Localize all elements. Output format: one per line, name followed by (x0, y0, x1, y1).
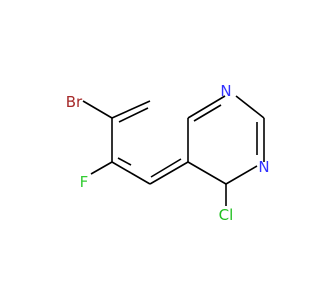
atom-n3: N (258, 158, 269, 176)
bond-c4-c4a (187, 161, 227, 185)
bond-c5-c4a (149, 161, 189, 185)
bond-n1-c2 (235, 95, 265, 119)
molecule-canvas: Br F Cl N N (66, 82, 270, 224)
bond-c6-c5 (130, 172, 151, 185)
structure-diagram: Br F Cl N N (66, 82, 270, 224)
atom-labels: Br F Cl N N (66, 82, 270, 224)
bond-c8a-c8 (111, 100, 151, 119)
bond-c8a-n1 (187, 95, 226, 119)
bond-c8a-n1-inner (193, 104, 222, 122)
atom-cl: Cl (219, 206, 234, 224)
bonds (82, 95, 265, 206)
atom-f: F (80, 173, 89, 191)
bond-c7-c6 (111, 161, 132, 174)
bond-n3-c4 (225, 165, 258, 185)
bond-c7-c6-inner (117, 157, 132, 166)
bond-c5-c4a-inner (150, 158, 182, 178)
bond-c7-f (90, 161, 113, 175)
bond-c8-br (82, 100, 113, 119)
atom-n1: N (220, 82, 231, 100)
bond-c8a-c8-inner (118, 107, 149, 123)
atom-br: Br (66, 93, 83, 111)
